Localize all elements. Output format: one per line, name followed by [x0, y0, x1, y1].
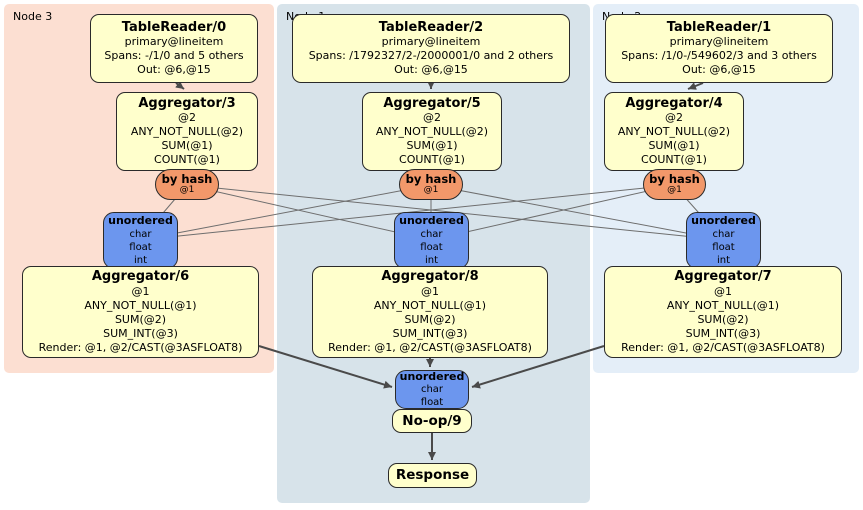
processor-line: COUNT(@1) — [399, 153, 465, 167]
sync-column: char — [129, 228, 152, 240]
table-reader-0-box: TableReader/0 primary@lineitem Spans: -/… — [90, 14, 258, 83]
noop-9-box: No-op/9 — [392, 409, 472, 433]
sync-column: float — [420, 397, 444, 409]
processor-line: SUM_INT(@3) — [392, 326, 468, 340]
sync-column: int — [716, 254, 731, 266]
processor-line: SUM(@2) — [697, 312, 749, 326]
processor-line: SUM(@1) — [648, 139, 700, 153]
processor-line: Out: @6,@15 — [682, 63, 756, 77]
processor-title: TableReader/2 — [378, 19, 484, 35]
processor-title: TableReader/1 — [666, 19, 772, 35]
processor-title: Aggregator/5 — [383, 95, 481, 111]
sync-column: float — [420, 241, 443, 253]
processor-line: Render: @1, @2/CAST(@3ASFLOAT8) — [38, 340, 243, 354]
processor-line: @2 — [423, 111, 441, 125]
processor-line: primary@lineitem — [381, 35, 481, 49]
node3-label: Node 3 — [13, 10, 53, 23]
response-box: Response — [388, 463, 477, 488]
processor-line: @1 — [421, 284, 439, 298]
sync-column: char — [712, 228, 735, 240]
router-key: @1 — [423, 184, 439, 195]
processor-line: SUM(@2) — [404, 312, 456, 326]
processor-title: Response — [395, 467, 470, 484]
sync-column: int — [424, 254, 439, 266]
processor-line: Render: @1, @2/CAST(@3ASFLOAT8) — [328, 340, 532, 354]
processor-line: @2 — [665, 111, 683, 125]
processor-line: Out: @6,@15 — [137, 63, 211, 77]
processor-line: ANY_NOT_NULL(@1) — [373, 298, 487, 312]
processor-line: @1 — [131, 284, 150, 298]
processor-title: TableReader/0 — [121, 19, 227, 35]
sync-column: float — [712, 241, 735, 253]
unordered-sync-node2: unordered char float int — [686, 212, 761, 269]
processor-line: SUM(@1) — [406, 139, 458, 153]
hash-router-node1: by hash @1 — [399, 169, 463, 200]
processor-line: ANY_NOT_NULL(@1) — [666, 298, 780, 312]
sync-title: unordered — [399, 369, 465, 383]
aggregator-3-box: Aggregator/3 @2 ANY_NOT_NULL(@2) SUM(@1)… — [116, 92, 258, 171]
sync-column: char — [420, 228, 443, 240]
unordered-sync-node1: unordered char float int — [394, 212, 469, 269]
unordered-sync-node3: unordered char float int — [103, 212, 178, 269]
processor-line: COUNT(@1) — [154, 153, 220, 167]
processor-line: COUNT(@1) — [641, 153, 707, 167]
aggregator-8-box: Aggregator/8 @1 ANY_NOT_NULL(@1) SUM(@2)… — [312, 266, 548, 358]
processor-line: Spans: /1/0-/549602/3 and 3 others — [621, 49, 817, 63]
sync-title: unordered — [108, 214, 173, 228]
processor-line: SUM_INT(@3) — [685, 326, 761, 340]
sync-column: float — [129, 241, 152, 253]
processor-line: SUM(@2) — [114, 312, 167, 326]
router-key: @1 — [179, 184, 195, 195]
processor-line: @2 — [178, 111, 196, 125]
router-title: by hash — [405, 172, 457, 187]
router-key: @1 — [667, 184, 682, 195]
processor-title: Aggregator/4 — [625, 95, 723, 111]
table-reader-1-box: TableReader/1 primary@lineitem Spans: /1… — [605, 14, 833, 83]
processor-title: Aggregator/6 — [91, 269, 190, 284]
unordered-sync-output: unordered char float — [395, 370, 469, 409]
processor-line: primary@lineitem — [124, 35, 224, 49]
processor-line: SUM(@1) — [161, 139, 213, 153]
processor-title: Aggregator/8 — [381, 269, 479, 284]
table-reader-2-box: TableReader/2 primary@lineitem Spans: /1… — [292, 14, 570, 83]
sync-title: unordered — [399, 214, 464, 228]
processor-line: Out: @6,@15 — [394, 63, 468, 77]
hash-router-node3: by hash @1 — [155, 169, 219, 200]
processor-title: Aggregator/7 — [674, 269, 772, 284]
hash-router-node2: by hash @1 — [643, 169, 706, 200]
processor-line: SUM_INT(@3) — [103, 326, 178, 340]
processor-line: ANY_NOT_NULL(@2) — [617, 125, 731, 139]
processor-line: Spans: /1792327/2-/2000001/0 and 2 other… — [308, 49, 554, 63]
processor-line: Spans: -/1/0 and 5 others — [104, 49, 244, 63]
processor-title: Aggregator/3 — [138, 95, 236, 111]
sync-title: unordered — [691, 214, 756, 228]
processor-line: Render: @1, @2/CAST(@3ASFLOAT8) — [621, 340, 825, 354]
aggregator-6-box: Aggregator/6 @1 ANY_NOT_NULL(@1) SUM(@2)… — [22, 266, 259, 358]
router-title: by hash — [161, 172, 213, 187]
sync-column: char — [420, 384, 444, 396]
processor-line: ANY_NOT_NULL(@2) — [375, 125, 489, 139]
processor-line: ANY_NOT_NULL(@2) — [130, 125, 244, 139]
processor-title: No-op/9 — [402, 412, 462, 429]
processor-line: @1 — [714, 284, 732, 298]
aggregator-7-box: Aggregator/7 @1 ANY_NOT_NULL(@1) SUM(@2)… — [604, 266, 842, 358]
processor-line: ANY_NOT_NULL(@1) — [84, 298, 197, 312]
processor-line: primary@lineitem — [669, 35, 769, 49]
aggregator-5-box: Aggregator/5 @2 ANY_NOT_NULL(@2) SUM(@1)… — [362, 92, 502, 171]
sync-column: int — [133, 254, 148, 266]
aggregator-4-box: Aggregator/4 @2 ANY_NOT_NULL(@2) SUM(@1)… — [604, 92, 744, 171]
router-title: by hash — [649, 172, 700, 187]
